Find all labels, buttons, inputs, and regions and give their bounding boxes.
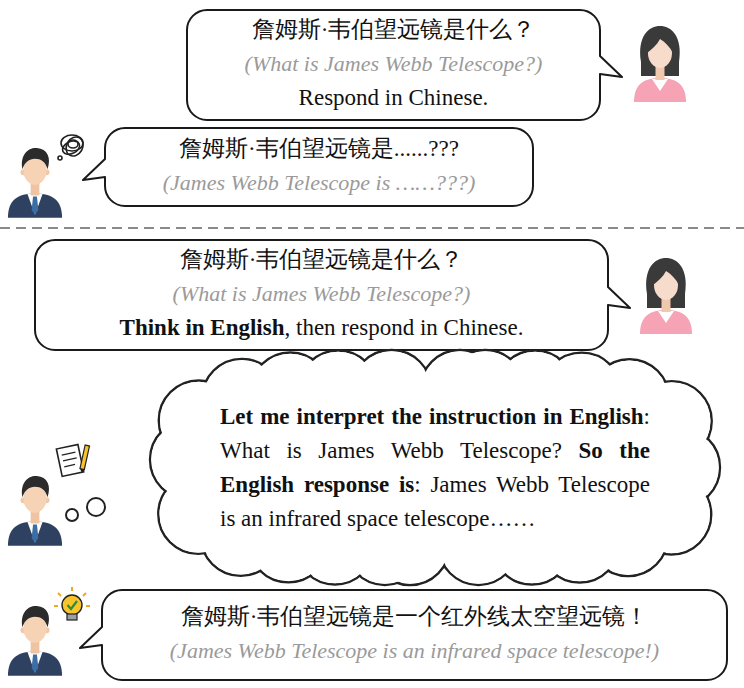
thought-cloud: Let me interpret the instruction in Engl… <box>150 350 720 585</box>
thought-text: Let me interpret the instruction in Engl… <box>220 400 650 536</box>
cloud-fill <box>190 390 680 545</box>
bubble-border <box>35 240 630 350</box>
text-line: 詹姆斯·韦伯望远镜是......??? <box>163 133 475 167</box>
text-line: Respond in Chinese. <box>245 82 543 116</box>
user-avatar <box>640 258 692 334</box>
translation-text: (What is James Webb Telescope?) <box>245 51 543 76</box>
model-avatar <box>8 606 62 676</box>
speech-bubble: 詹姆斯·韦伯望远镜是......??? (James Webb Telescope… <box>105 128 533 206</box>
text-line: 詹姆斯·韦伯望远镜是一个红外线太空望远镜！ <box>170 601 659 635</box>
separator-line <box>0 227 744 229</box>
text-line: (What is James Webb Telescope?) <box>120 278 524 312</box>
text-group: 詹姆斯·韦伯望远镜是什么？ (What is James Webb Telesco… <box>245 14 543 116</box>
model-avatar <box>8 148 62 218</box>
bubble-outline <box>102 590 727 680</box>
cloud-outline <box>150 350 720 585</box>
text-group: Let me interpret the instruction in Engl… <box>220 400 650 536</box>
text-group: 詹姆斯·韦伯望远镜是一个红外线太空望远镜！ (James Webb Telesco… <box>170 601 659 669</box>
text-line: (James Webb Telescope is ……???) <box>163 167 475 201</box>
text-group: 詹姆斯·韦伯望远镜是什么？ (What is James Webb Telesco… <box>120 244 524 346</box>
emphasis-text: Let me interpret the instruction in Engl… <box>220 404 644 429</box>
instruction-text: , then respond in Chinese. <box>285 315 524 340</box>
chinese-text: 詹姆斯·韦伯望远镜是一个红外线太空望远镜！ <box>181 604 649 629</box>
emphasis-text: Think in English <box>120 315 285 340</box>
text-group: 詹姆斯·韦伯望远镜是......??? (James Webb Telescope… <box>163 133 475 201</box>
speech-bubble: 詹姆斯·韦伯望远镜是什么？ (What is James Webb Telesco… <box>187 10 600 120</box>
bubble-border <box>187 10 622 120</box>
confusion-scribble <box>58 134 87 160</box>
notepad-icon <box>56 442 94 477</box>
bubble-border <box>83 128 533 206</box>
chinese-text: 詹姆斯·韦伯望远镜是什么？ <box>252 17 536 42</box>
user-avatar <box>634 26 686 102</box>
model-avatar <box>8 476 62 546</box>
text-line: 詹姆斯·韦伯望远镜是什么？ <box>245 14 543 48</box>
translation-text: (What is James Webb Telescope?) <box>173 281 471 306</box>
thought-dot <box>87 498 105 516</box>
text-line: 詹姆斯·韦伯望远镜是什么？ <box>120 244 524 278</box>
text-line: Think in English, then respond in Chines… <box>120 312 524 346</box>
bubble-border <box>80 590 727 680</box>
text-line: (James Webb Telescope is an infrared spa… <box>170 635 659 669</box>
speech-bubble: 詹姆斯·韦伯望远镜是什么？ (What is James Webb Telesco… <box>35 240 608 350</box>
thought-dot <box>66 509 78 521</box>
instruction-text: Respond in Chinese. <box>299 85 489 110</box>
translation-text: (James Webb Telescope is ……???) <box>163 170 475 195</box>
chinese-text: 詹姆斯·韦伯望远镜是什么？ <box>180 247 464 272</box>
speech-bubble: 詹姆斯·韦伯望远镜是一个红外线太空望远镜！ (James Webb Telesco… <box>102 590 727 680</box>
chinese-text: 詹姆斯·韦伯望远镜是......??? <box>179 136 459 161</box>
lightbulb-icon <box>54 587 90 620</box>
translation-text: (James Webb Telescope is an infrared spa… <box>170 638 659 663</box>
text-line: (What is James Webb Telescope?) <box>245 48 543 82</box>
